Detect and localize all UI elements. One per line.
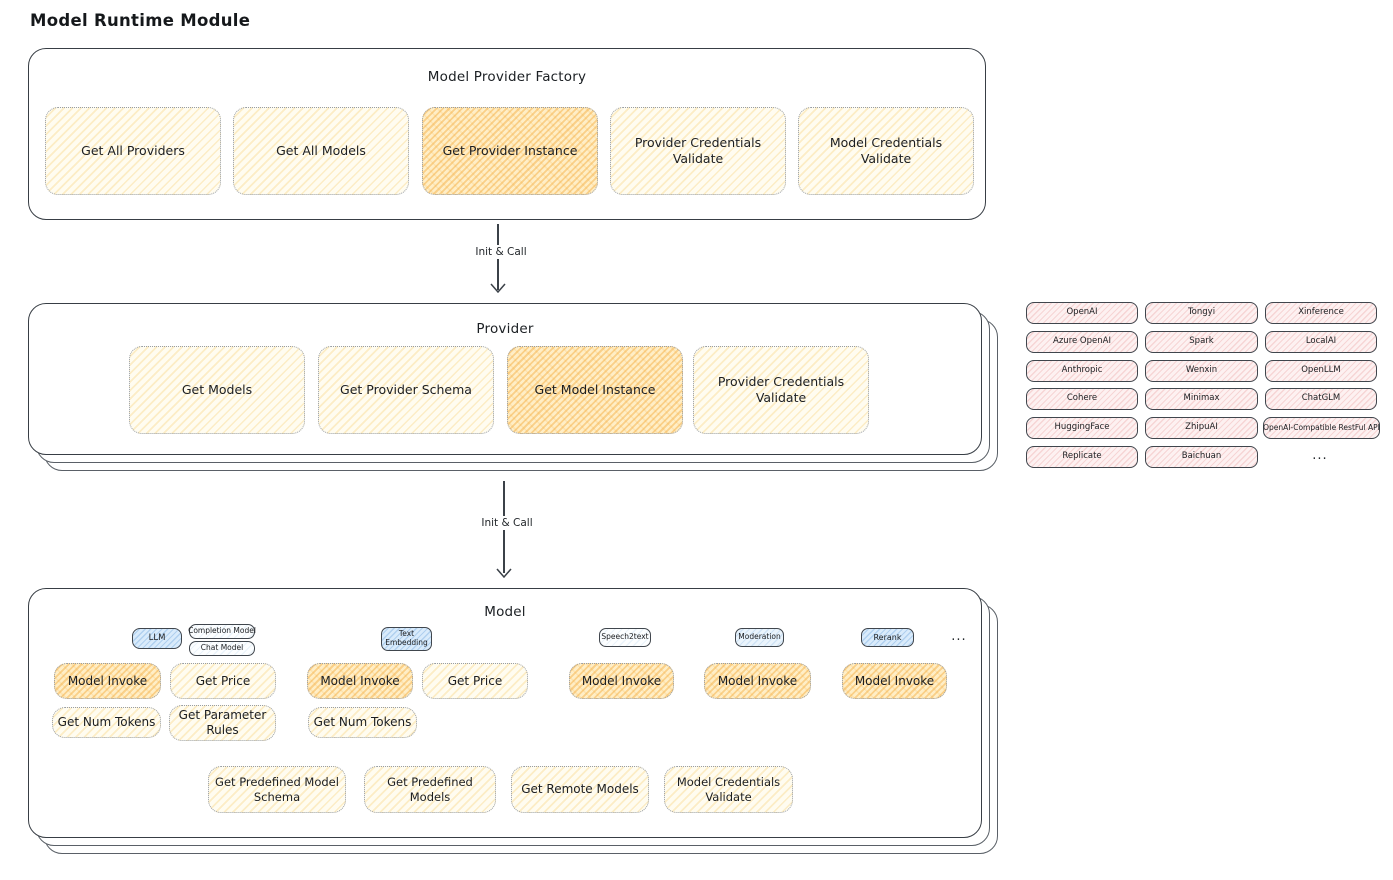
node-get-provider-instance[interactable]: Get Provider Instance	[422, 107, 598, 195]
node-rerank-model-invoke[interactable]: Model Invoke	[842, 663, 947, 699]
arrow-down-head-icon	[490, 283, 506, 293]
badge-completion-model[interactable]: Completion Model	[188, 624, 256, 639]
factory-box[interactable]: Model Provider Factory Get All Providers…	[28, 48, 986, 220]
provider-chip-huggingface[interactable]: HuggingFace	[1026, 417, 1138, 439]
node-embedding-get-num-tokens[interactable]: Get Num Tokens	[308, 707, 417, 738]
factory-box-title: Model Provider Factory	[427, 69, 587, 85]
providers-more-ellipsis: ...	[1312, 448, 1328, 463]
model-box-title: Model	[484, 604, 526, 620]
node-provider-credentials-validate[interactable]: Provider Credentials Validate	[610, 107, 786, 195]
provider-chip-replicate[interactable]: Replicate	[1026, 446, 1138, 468]
provider-chip-baichuan[interactable]: Baichuan	[1145, 446, 1258, 468]
provider-chip-openai-compatible[interactable]: OpenAI-Compatible RestFul API	[1263, 417, 1380, 439]
node-llm-get-price[interactable]: Get Price	[170, 663, 276, 699]
model-box[interactable]: Model LLM Completion Model Chat Model Te…	[28, 588, 982, 838]
provider-chip-cohere[interactable]: Cohere	[1026, 388, 1138, 410]
node-moderation-model-invoke[interactable]: Model Invoke	[704, 663, 811, 699]
node-model-credentials-validate-2[interactable]: Model Credentials Validate	[664, 766, 793, 813]
node-get-provider-schema[interactable]: Get Provider Schema	[318, 346, 494, 434]
node-speech2text-model-invoke[interactable]: Model Invoke	[569, 663, 674, 699]
provider-chip-xinference[interactable]: Xinference	[1265, 302, 1377, 324]
node-embedding-model-invoke[interactable]: Model Invoke	[307, 663, 413, 699]
arrow1-label: Init & Call	[462, 245, 540, 259]
node-get-predefined-model-schema[interactable]: Get Predefined Model Schema	[208, 766, 346, 813]
provider-chip-spark[interactable]: Spark	[1145, 331, 1258, 353]
provider-chip-minimax[interactable]: Minimax	[1145, 388, 1258, 410]
node-get-remote-models[interactable]: Get Remote Models	[511, 766, 649, 813]
badge-moderation[interactable]: Moderation	[735, 628, 784, 647]
node-get-models[interactable]: Get Models	[129, 346, 305, 434]
provider-box[interactable]: Provider Get Models Get Provider Schema …	[28, 303, 982, 455]
provider-chip-zhipuai[interactable]: ZhipuAI	[1145, 417, 1258, 439]
provider-chip-chatglm[interactable]: ChatGLM	[1265, 388, 1377, 410]
page-title: Model Runtime Module	[30, 11, 251, 30]
node-llm-get-parameter-rules[interactable]: Get Parameter Rules	[169, 705, 276, 741]
provider-box-title: Provider	[476, 321, 534, 337]
provider-chip-tongyi[interactable]: Tongyi	[1145, 302, 1258, 324]
badge-rerank[interactable]: Rerank	[861, 628, 914, 647]
provider-chip-openai[interactable]: OpenAI	[1026, 302, 1138, 324]
node-get-all-models[interactable]: Get All Models	[233, 107, 409, 195]
node-llm-model-invoke[interactable]: Model Invoke	[54, 663, 161, 699]
badge-llm[interactable]: LLM	[132, 628, 182, 649]
provider-chip-anthropic[interactable]: Anthropic	[1026, 360, 1138, 382]
arrow2-label: Init & Call	[468, 516, 546, 530]
node-embedding-get-price[interactable]: Get Price	[422, 663, 528, 699]
provider-chip-azure-openai[interactable]: Azure OpenAI	[1026, 331, 1138, 353]
node-get-model-instance[interactable]: Get Model Instance	[507, 346, 683, 434]
node-get-all-providers[interactable]: Get All Providers	[45, 107, 221, 195]
arrow-down-head-icon-2	[496, 568, 512, 578]
model-types-more-ellipsis: ...	[951, 629, 967, 644]
node-model-credentials-validate[interactable]: Model Credentials Validate	[798, 107, 974, 195]
badge-chat-model[interactable]: Chat Model	[189, 641, 255, 656]
node-get-predefined-models[interactable]: Get Predefined Models	[364, 766, 496, 813]
provider-chip-openllm[interactable]: OpenLLM	[1265, 360, 1377, 382]
node-llm-get-num-tokens[interactable]: Get Num Tokens	[52, 707, 161, 738]
badge-text-embedding[interactable]: Text Embedding	[381, 627, 432, 651]
badge-speech2text[interactable]: Speech2text	[599, 628, 651, 647]
provider-chip-localai[interactable]: LocalAI	[1265, 331, 1377, 353]
node-provider-credentials-validate-2[interactable]: Provider Credentials Validate	[693, 346, 869, 434]
provider-chip-wenxin[interactable]: Wenxin	[1145, 360, 1258, 382]
